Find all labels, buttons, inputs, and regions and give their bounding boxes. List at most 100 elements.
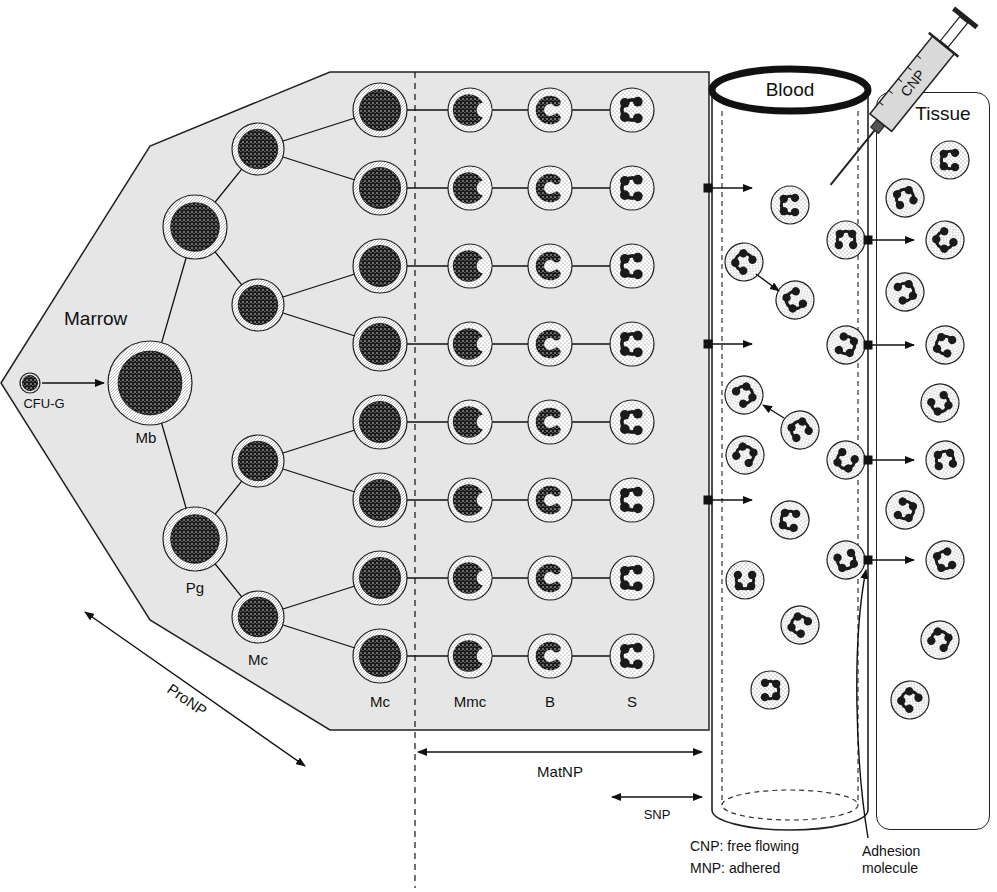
- neutrophil-cell: [881, 486, 930, 535]
- migration-arrow: [708, 343, 752, 345]
- precursor-cell: [353, 551, 407, 605]
- precursor-cell: [163, 507, 227, 571]
- neutrophil-cell: [751, 671, 789, 709]
- neutrophil-cell: [528, 166, 572, 210]
- precursor-cell: [353, 161, 407, 215]
- stage-label: B: [545, 693, 555, 711]
- neutrophil-cell: [883, 673, 937, 727]
- neutrophil-cell: [528, 556, 572, 600]
- migration-arrow: [868, 344, 914, 346]
- stage-label: S: [627, 693, 637, 711]
- neutrophil-cell: [768, 498, 812, 542]
- region-title: Tissue: [887, 103, 997, 125]
- pool-label: ProNP: [164, 680, 211, 720]
- blood-vessel: Blood: [712, 65, 868, 835]
- neutrophil-cell: [610, 244, 654, 288]
- neutrophil-cell: [448, 478, 492, 522]
- precursor-cell: [232, 279, 284, 331]
- neutrophil-cell: [774, 404, 826, 456]
- range-arrow: [418, 751, 702, 752]
- neutrophil-cell: [448, 166, 492, 210]
- motion-arrow: [756, 274, 779, 291]
- neutrophil-cell: [931, 141, 969, 179]
- precursor-cell: [353, 473, 407, 527]
- stage-label: Pg: [186, 579, 204, 597]
- migration-arrow: [708, 499, 752, 501]
- neutrophil-cell: [448, 634, 492, 678]
- neutrophil-cell: [448, 322, 492, 366]
- stage-label: Mmc: [454, 693, 487, 711]
- neutrophil-cell: [881, 268, 930, 317]
- neutrophil-cell: [820, 434, 872, 486]
- neutrophil-cell: [448, 88, 492, 132]
- neutrophil-cell: [610, 322, 654, 366]
- motion-arrow: [763, 405, 784, 418]
- neutrophil-cell: [918, 213, 972, 267]
- neutrophil-cell: [528, 88, 572, 132]
- neutrophil-cell: [914, 614, 966, 666]
- divider-line: [414, 72, 415, 888]
- neutrophil-cell: [528, 244, 572, 288]
- migration-arrow: [708, 187, 752, 189]
- neutrophil-cell: [610, 400, 654, 444]
- neutrophil-cell: [827, 221, 865, 259]
- neutrophil-cell: [610, 166, 654, 210]
- neutrophil-cell: [769, 274, 821, 326]
- neutrophil-cell: [923, 438, 967, 482]
- tissue-region: Tissue: [876, 92, 990, 830]
- legend-note: CNP: free flowing: [690, 838, 799, 855]
- neutrophil-cell: [610, 478, 654, 522]
- neutrophil-cell: [726, 561, 764, 599]
- neutrophil-cell: [881, 174, 930, 223]
- precursor-cell: [163, 195, 227, 259]
- neutrophil-cell: [610, 556, 654, 600]
- region-title: Blood: [712, 79, 868, 101]
- stage-label: CFU-G: [23, 396, 64, 412]
- neutrophil-cell: [914, 377, 966, 429]
- neutrophil-cell: [528, 400, 572, 444]
- region-title: Marrow: [64, 308, 127, 330]
- precursor-cell: [353, 317, 407, 371]
- blood-vessel-outline: [712, 65, 868, 835]
- range-arrow: [612, 796, 702, 797]
- precursor-cell: [232, 123, 284, 175]
- neutrophil-cell: [528, 478, 572, 522]
- marrow-region: Marrow: [0, 70, 708, 732]
- callout-label: Adhesion molecule: [862, 843, 954, 877]
- stage-label: Mc: [370, 693, 390, 711]
- pool-label: MatNP: [537, 763, 583, 781]
- neutrophil-cell: [921, 321, 970, 370]
- stage-label: Mb: [136, 429, 157, 447]
- neutrophil-cell: [822, 536, 871, 585]
- precursor-cell: [232, 435, 284, 487]
- neutrophil-cell: [719, 429, 771, 481]
- neutrophil-cell: [822, 321, 871, 370]
- connectors: [708, 188, 914, 560]
- precursor-cell: [108, 341, 192, 425]
- precursor-cell: [353, 239, 407, 293]
- adhesion-molecules: [704, 184, 873, 565]
- differentiation-arrow: [42, 382, 104, 384]
- neutrophil-cell: [528, 322, 572, 366]
- legend-note: MNP: adhered: [690, 860, 780, 877]
- neutrophil-cell: [448, 556, 492, 600]
- migration-arrow: [868, 559, 914, 561]
- neutrophil-cell: [718, 369, 770, 421]
- neutrophil-cell: [771, 186, 809, 224]
- precursor-cell: [353, 83, 407, 137]
- precursor-cell: [20, 373, 40, 393]
- neutrophil-cell: [448, 244, 492, 288]
- precursor-cell: [232, 591, 284, 643]
- neutrophil-cell: [448, 400, 492, 444]
- neutrophil-cell: [921, 536, 970, 585]
- neutrophil-cell: [774, 599, 826, 651]
- migration-arrow: [868, 459, 914, 461]
- precursor-cell: [353, 395, 407, 449]
- precursor-cell: [353, 629, 407, 683]
- neutrophil-cell: [610, 88, 654, 132]
- pool-label: SNP: [644, 807, 671, 823]
- neutrophil-cell: [717, 235, 771, 289]
- marrow-region-outline: [0, 70, 708, 732]
- migration-arrow: [868, 239, 914, 241]
- neutrophil-cell: [610, 634, 654, 678]
